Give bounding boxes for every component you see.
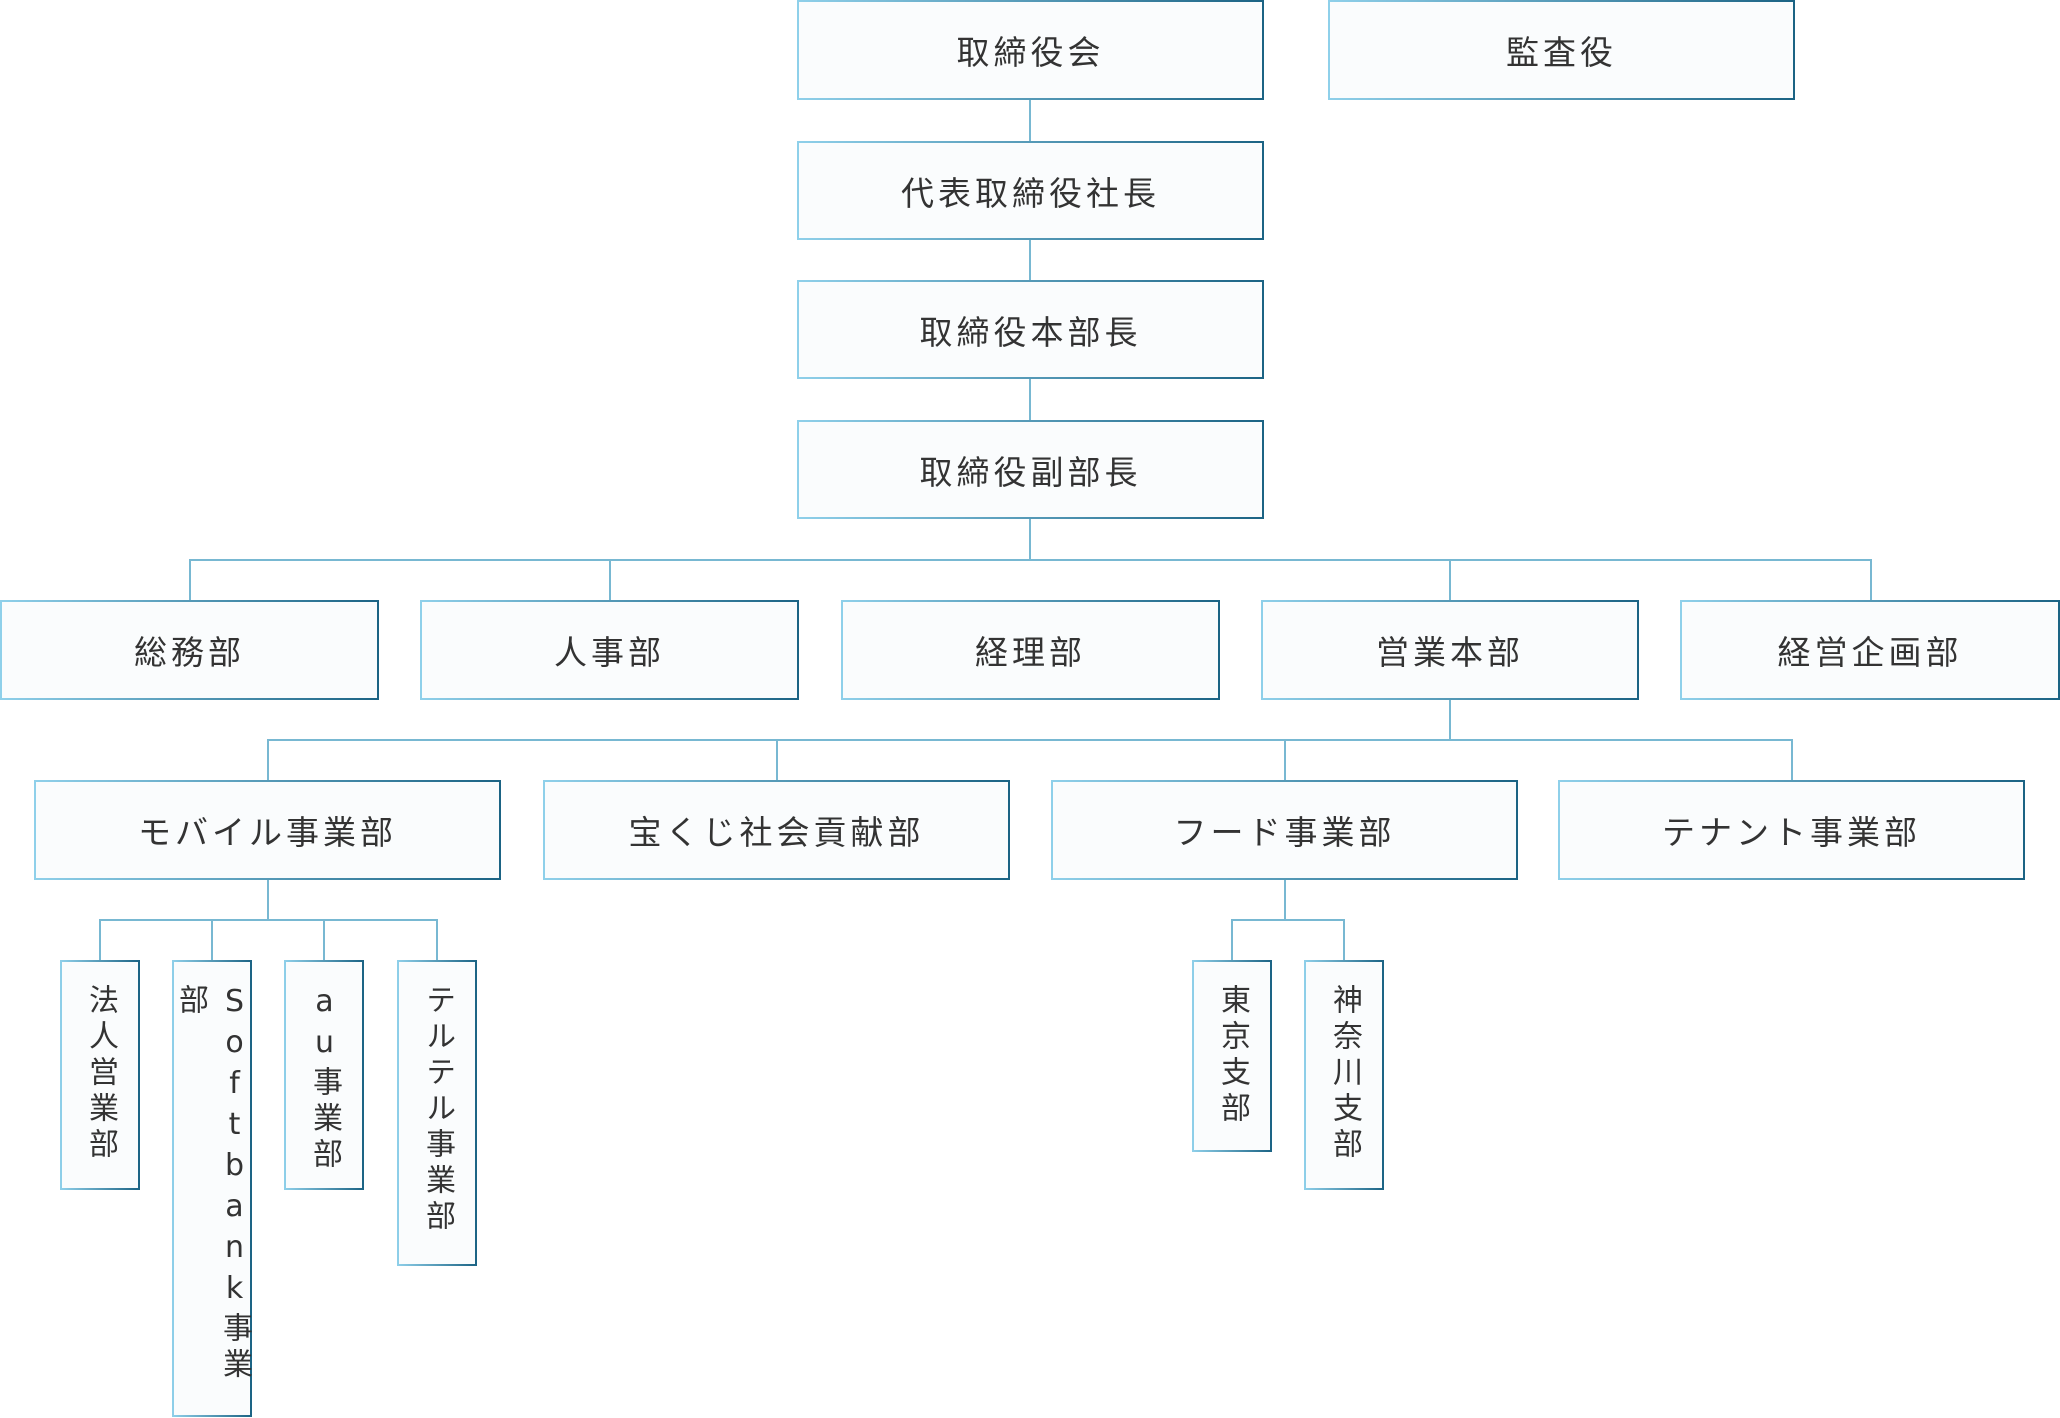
connector [776, 739, 778, 780]
box-label: 神奈川支部 [1327, 984, 1362, 1164]
connector [1284, 879, 1286, 920]
box-label: au事業部 [307, 984, 342, 1174]
box-corporate-planning: 経営企画部 [1680, 600, 2060, 700]
box-mobile-division: モバイル事業部 [34, 780, 501, 880]
box-label: 取締役会 [956, 33, 1105, 72]
box-softbank: Softbank事業部 [172, 960, 252, 1417]
box-label: 監査役 [1506, 33, 1617, 72]
connector [1231, 919, 1233, 960]
box-label: 東京支部 [1215, 984, 1250, 1128]
box-kanagawa-branch: 神奈川支部 [1304, 960, 1384, 1190]
connector [436, 919, 438, 960]
connector [1029, 239, 1031, 281]
connector [267, 879, 269, 920]
connector [609, 559, 611, 600]
box-lottery-division: 宝くじ社会貢献部 [543, 780, 1010, 880]
connector [267, 739, 269, 780]
connector [267, 739, 1792, 741]
box-label: Softbank事業部 [173, 984, 252, 1384]
connector [323, 919, 325, 960]
connector [1029, 519, 1031, 560]
box-label: フード事業部 [1173, 813, 1396, 852]
box-label: テナント事業部 [1662, 813, 1921, 852]
connector [1343, 919, 1345, 960]
connector [189, 559, 191, 600]
connector [1231, 919, 1345, 921]
box-director-deputy-manager: 取締役副部長 [797, 420, 1264, 519]
connector [1449, 559, 1451, 600]
connector [1870, 559, 1872, 600]
box-label: 経理部 [975, 633, 1086, 672]
box-label: 取締役副部長 [919, 452, 1142, 492]
connector [1449, 699, 1451, 740]
box-general-affairs: 総務部 [0, 600, 379, 700]
connector [1284, 739, 1286, 780]
box-label: 代表取締役社長 [901, 173, 1160, 213]
box-au: au事業部 [284, 960, 364, 1190]
box-auditor: 監査役 [1328, 0, 1795, 100]
connector [99, 919, 101, 960]
connector [99, 919, 437, 921]
box-director-general-manager: 取締役本部長 [797, 280, 1264, 379]
box-label: 総務部 [134, 633, 245, 672]
connector [1791, 739, 1793, 780]
connector [1029, 99, 1031, 141]
connector [211, 919, 213, 960]
connector [189, 559, 1871, 561]
box-hr: 人事部 [420, 600, 799, 700]
box-label: 取締役本部長 [919, 312, 1142, 352]
box-label: モバイル事業部 [138, 813, 397, 852]
box-president: 代表取締役社長 [797, 141, 1264, 240]
connector [1029, 378, 1031, 420]
box-label: 営業本部 [1376, 633, 1524, 672]
box-tenant-division: テナント事業部 [1558, 780, 2025, 880]
box-accounting: 経理部 [841, 600, 1220, 700]
box-label: 宝くじ社会貢献部 [628, 813, 925, 852]
box-board: 取締役会 [797, 0, 1264, 100]
box-sales-hq: 営業本部 [1261, 600, 1639, 700]
box-tokyo-branch: 東京支部 [1192, 960, 1272, 1152]
box-telltel: テルテル事業部 [397, 960, 477, 1266]
box-label: 法人営業部 [83, 984, 118, 1164]
box-food-division: フード事業部 [1051, 780, 1518, 880]
box-label: 経営企画部 [1777, 633, 1963, 672]
box-label: 人事部 [554, 633, 665, 672]
box-label: テルテル事業部 [420, 984, 455, 1236]
box-corporate-sales: 法人営業部 [60, 960, 140, 1190]
